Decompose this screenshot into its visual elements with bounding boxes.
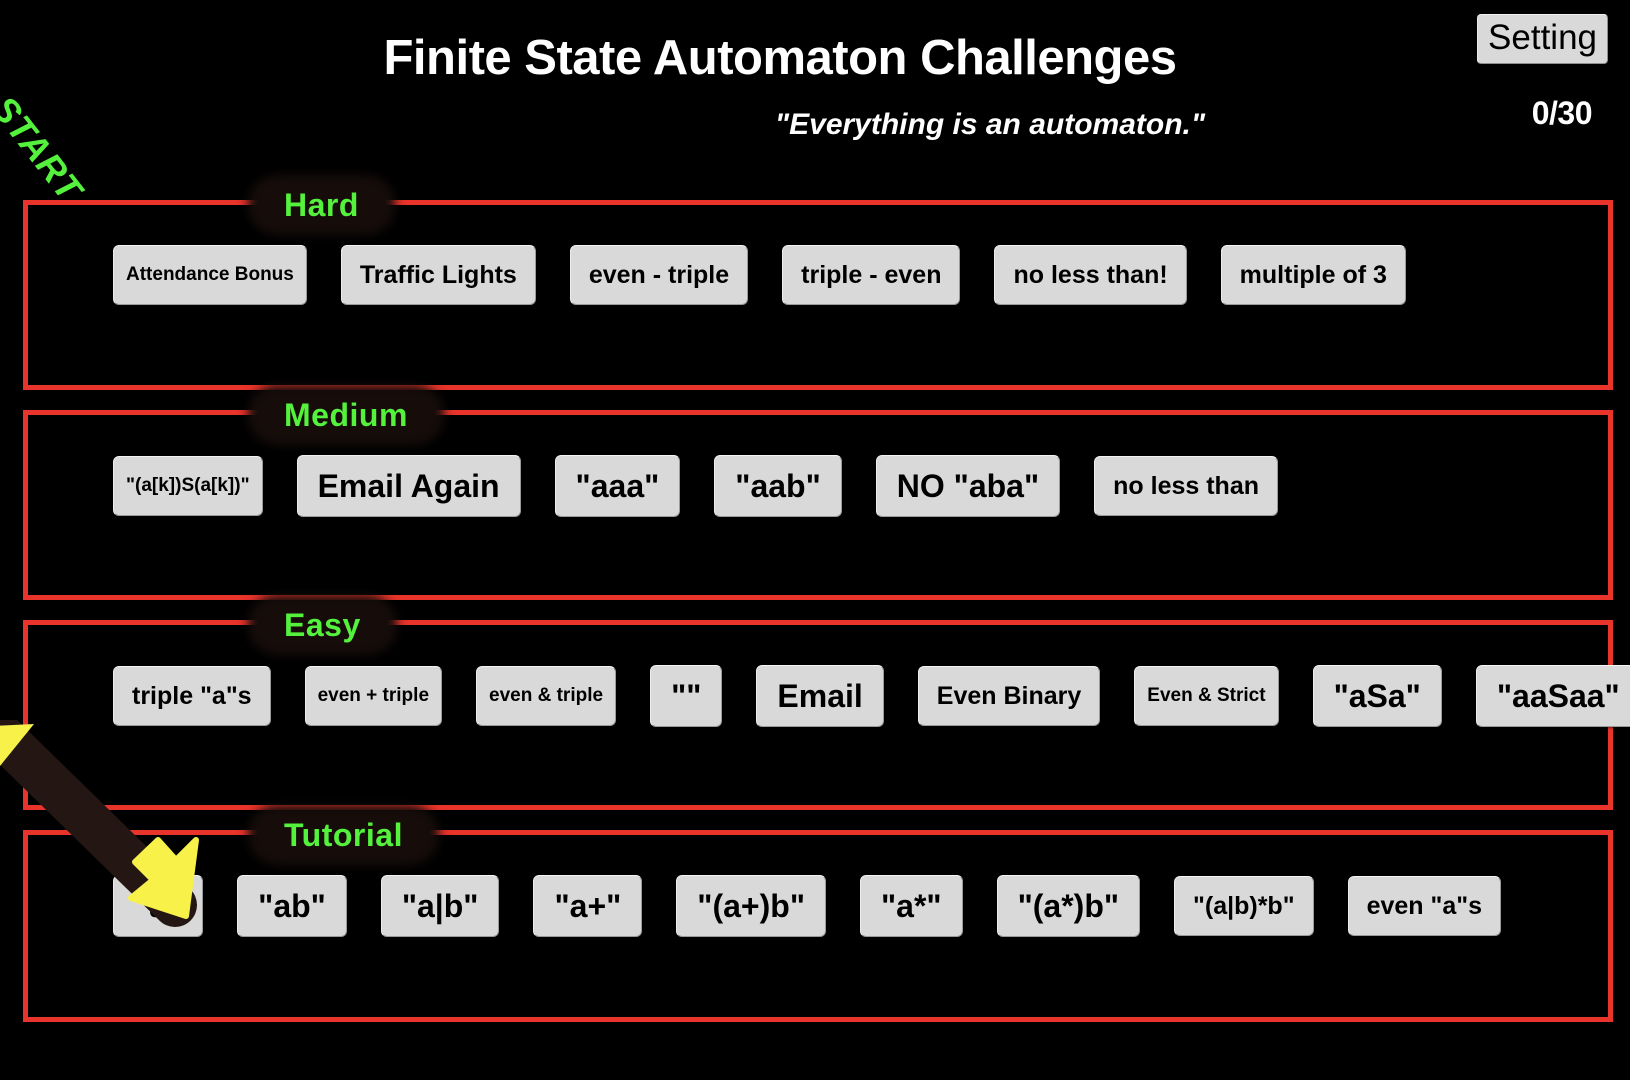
challenge-button[interactable]: even "a"s: [1347, 876, 1502, 936]
challenge-button[interactable]: Even & Strict: [1134, 666, 1279, 726]
challenge-button[interactable]: "aaa": [554, 455, 681, 517]
challenge-button[interactable]: multiple of 3: [1220, 245, 1406, 305]
challenge-row-medium: "(a[k])S(a[k])" Email Again "aaa" "aab" NO "…: [113, 455, 1312, 517]
challenge-button[interactable]: even - triple: [569, 245, 749, 305]
page-title: Finite State Automaton Challenges: [383, 31, 1177, 85]
challenge-button[interactable]: "a": [113, 875, 204, 937]
section-label-medium: Medium: [258, 395, 434, 435]
section-label-easy: Easy: [258, 605, 387, 645]
challenge-button[interactable]: no less than!: [994, 245, 1187, 305]
challenge-button[interactable]: "(a*)b": [996, 875, 1141, 937]
challenge-button[interactable]: "a|b": [380, 875, 500, 937]
challenge-button[interactable]: no less than: [1094, 456, 1279, 516]
challenge-button[interactable]: even + triple: [304, 666, 443, 726]
challenge-button[interactable]: even & triple: [476, 666, 617, 726]
challenge-button[interactable]: Attendance Bonus: [113, 245, 307, 305]
section-easy: Easy triple "a"s even + triple even & trip…: [23, 605, 1630, 810]
challenge-button[interactable]: "a*": [859, 875, 963, 937]
section-label-tutorial: Tutorial: [258, 815, 429, 855]
progress-counter: 0/30: [1531, 95, 1593, 131]
challenge-button[interactable]: "(a|b)*b": [1174, 876, 1314, 936]
challenge-row-tutorial: "a" "ab" "a|b" "a+" "(a+)b" "a*" "(a*)b" "(a|b)…: [113, 875, 1535, 937]
challenge-button[interactable]: "aSa": [1312, 665, 1442, 727]
challenge-button[interactable]: Even Binary: [917, 666, 1101, 726]
challenge-button[interactable]: Email: [756, 665, 884, 727]
challenge-button[interactable]: triple - even: [782, 245, 961, 305]
settings-button[interactable]: Setting: [1477, 14, 1608, 64]
challenge-row-hard: Attendance Bonus Traffic Lights even - tri…: [113, 245, 1440, 305]
section-medium: Medium "(a[k])S(a[k])" Email Again "aaa" "a…: [23, 395, 1613, 600]
challenge-button[interactable]: "(a[k])S(a[k])": [113, 456, 263, 516]
challenge-button[interactable]: "aab": [714, 455, 842, 517]
challenge-button[interactable]: "a+": [533, 875, 643, 937]
section-hard: Hard Attendance Bonus Traffic Lights even …: [23, 185, 1613, 390]
challenge-button[interactable]: "(a+)b": [676, 875, 826, 937]
page-subtitle: "Everything is an automaton.": [774, 108, 1206, 141]
challenge-button[interactable]: Traffic Lights: [340, 245, 536, 305]
challenge-button[interactable]: "aaSaa": [1475, 665, 1630, 727]
section-label-hard: Hard: [258, 185, 385, 225]
challenge-button[interactable]: triple "a"s: [113, 666, 271, 726]
page-header: Finite State Automaton Challenges "Every…: [0, 0, 1630, 170]
challenge-button[interactable]: Email Again: [296, 455, 521, 517]
section-tutorial: Tutorial "a" "ab" "a|b" "a+" "(a+)b" "a*" "(a*…: [23, 815, 1613, 1022]
challenge-button[interactable]: NO "aba": [875, 455, 1061, 517]
challenge-button[interactable]: "ab": [237, 875, 347, 937]
challenge-row-easy: triple "a"s even + triple even & triple "" E…: [113, 665, 1630, 727]
challenge-button[interactable]: "": [650, 665, 723, 727]
